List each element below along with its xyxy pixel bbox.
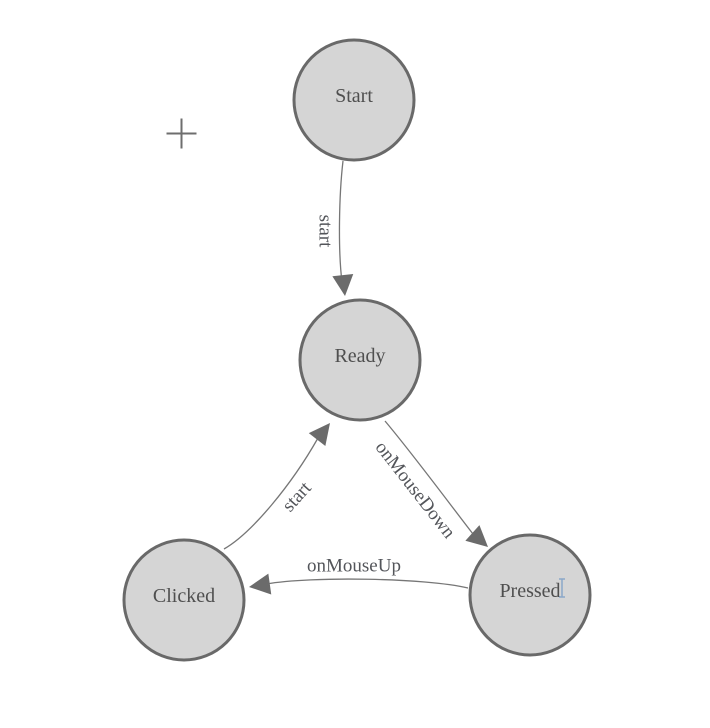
state-label-clicked: Clicked xyxy=(153,585,215,607)
text-caret xyxy=(559,578,565,598)
state-label-pressed: Pressed xyxy=(499,580,560,602)
arrowhead-icon xyxy=(332,274,354,296)
state-node-start[interactable]: Start xyxy=(292,38,416,162)
transition-line-start-to-ready[interactable] xyxy=(338,160,344,283)
state-circle-clicked[interactable] xyxy=(122,538,246,662)
arrowhead-icon xyxy=(308,423,330,447)
transition-ready-to-pressed[interactable]: onMouseDown xyxy=(371,420,495,555)
arrowhead-icon xyxy=(249,573,272,595)
transition-clicked-to-ready[interactable]: start xyxy=(223,417,338,550)
transition-label-ready-to-pressed: onMouseDown xyxy=(371,437,460,543)
arrowhead-icon xyxy=(465,525,488,547)
transition-line-ready-to-pressed[interactable] xyxy=(384,420,474,535)
transition-label-start-to-ready: start xyxy=(315,215,336,248)
state-node-clicked[interactable]: Clicked xyxy=(122,538,246,662)
transition-pressed-to-clicked[interactable]: onMouseUp xyxy=(248,556,469,598)
transition-line-clicked-to-ready[interactable] xyxy=(223,437,319,550)
state-node-pressed[interactable]: Pressed xyxy=(468,533,592,657)
state-circle-pressed[interactable] xyxy=(468,533,592,657)
transition-label-pressed-to-clicked: onMouseUp xyxy=(307,556,401,577)
state-circle-start[interactable] xyxy=(292,38,416,162)
state-label-ready: Ready xyxy=(334,345,385,367)
crosshair-origin-icon xyxy=(166,118,197,149)
transition-line-pressed-to-clicked[interactable] xyxy=(265,578,469,589)
state-circle-ready[interactable] xyxy=(298,298,422,422)
transition-label-clicked-to-ready: start xyxy=(278,477,316,516)
state-label-start: Start xyxy=(335,85,373,107)
state-node-ready[interactable]: Ready xyxy=(298,298,422,422)
transition-start-to-ready[interactable]: start xyxy=(315,160,356,297)
